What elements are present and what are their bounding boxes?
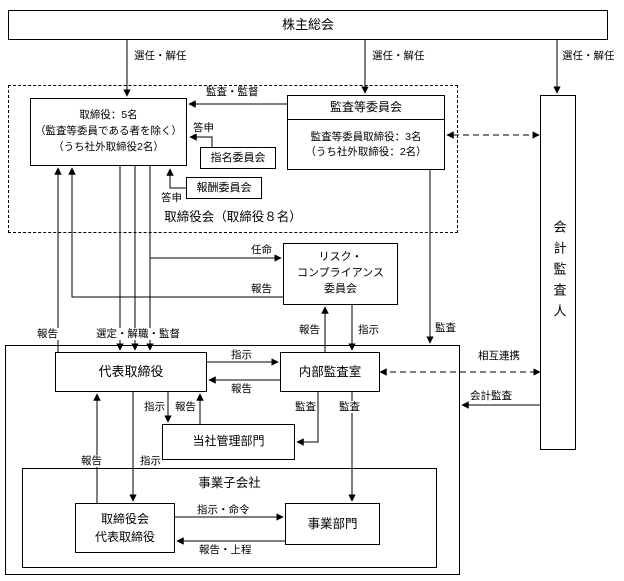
label-risk-instruct-ia: 指示 [357, 324, 380, 337]
label-accounting-audit: 会計監査 [469, 390, 513, 403]
subsidiary-board-label: 取締役会 代表取締役 [94, 512, 155, 544]
accounting-auditor-box: 会計監査人 [540, 95, 576, 450]
nomination-committee-box: 指名委員会 [200, 147, 276, 169]
arrow-ia-audit-mgmt [296, 392, 319, 446]
shareholders-meeting-box: 株主総会 [8, 10, 608, 40]
arrow-recommend-nomination [189, 133, 213, 147]
label-ceo-report: 報告 [36, 328, 59, 341]
label-ia-audit-business: 監査 [338, 401, 361, 414]
subsidiary-board-box: 取締役会 代表取締役 [75, 503, 175, 553]
label-select-dismiss-supervise: 選定・解職・監督 [95, 328, 181, 341]
label-committee-audit: 監査 [434, 322, 457, 335]
risk-compliance-committee-box: リスク・ コンプライアンス 委員会 [283, 243, 398, 305]
executive-group-frame [5, 345, 460, 575]
label-risk-report: 報告 [250, 283, 273, 296]
management-division-box: 当社管理部門 [162, 424, 295, 460]
management-division-label: 当社管理部門 [192, 434, 265, 449]
subsidiaries-caption: 事業子会社 [198, 476, 261, 490]
label-appoint-dismiss-1: 選任・解任 [133, 50, 188, 63]
arrow-recommend-compensation [166, 168, 186, 189]
board-frame [8, 85, 458, 233]
label-audit-supervise: 監査・監督 [205, 86, 260, 99]
compensation-committee-label: 報酬委員会 [196, 181, 252, 194]
label-mgmt-report-ceo: 報告 [174, 401, 197, 414]
subsidiaries-frame [22, 468, 437, 568]
label-ia-report-risk: 報告 [298, 324, 321, 337]
label-appoint-dismiss-2: 選任・解任 [371, 50, 426, 63]
audit-committee-body: 監査等委員取締役：3名 （うち社外取締役：2名） [305, 130, 427, 158]
label-instruct-order: 指示・命令 [196, 504, 251, 517]
label-recommend-1: 答申 [192, 122, 215, 135]
label-appoint-dismiss-3: 選任・解任 [561, 50, 616, 63]
internal-audit-office-label: 内部監査室 [298, 364, 362, 379]
label-ia-audit-mgmt: 監査 [294, 401, 317, 414]
label-subboard-report: 報告 [80, 455, 103, 468]
label-subboard-instruct: 指示 [139, 455, 162, 468]
representative-director-label: 代表取締役 [98, 363, 164, 379]
label-report-submit: 報告・上程 [198, 544, 253, 557]
internal-audit-office-box: 内部監査室 [280, 352, 380, 392]
risk-compliance-committee-label: リスク・ コンプライアンス 委員会 [296, 251, 384, 295]
board-caption: 取締役会（取締役８名） [164, 210, 302, 224]
directors-label: 取締役：5名 （監査等委員である者を除く） （うち社外取締役2名） [35, 109, 182, 153]
business-division-box: 事業部門 [285, 503, 380, 545]
label-ia-report-ceo: 報告 [230, 383, 253, 396]
nomination-committee-label: 指名委員会 [210, 151, 266, 164]
label-ceo-instruct-mgmt: 指示 [143, 401, 166, 414]
label-recommend-2: 答申 [160, 192, 183, 205]
accounting-auditor-label: 会計監査人 [551, 220, 567, 325]
label-mutual-cooperation: 相互連携 [477, 350, 521, 363]
arrow-risk-report-board [68, 167, 283, 298]
directors-box: 取締役：5名 （監査等委員である者を除く） （うち社外取締役2名） [30, 98, 187, 166]
label-ceo-instruct-ia: 指示 [230, 349, 253, 362]
audit-committee-title: 監査等委員会 [288, 96, 444, 120]
shareholders-meeting-label: 株主総会 [281, 16, 334, 32]
business-division-label: 事業部門 [307, 516, 358, 531]
representative-director-box: 代表取締役 [55, 352, 207, 392]
compensation-committee-box: 報酬委員会 [186, 177, 262, 199]
audit-committee-box: 監査等委員会 監査等委員取締役：3名 （うち社外取締役：2名） [287, 95, 445, 170]
label-appointment: 任命 [250, 244, 273, 257]
